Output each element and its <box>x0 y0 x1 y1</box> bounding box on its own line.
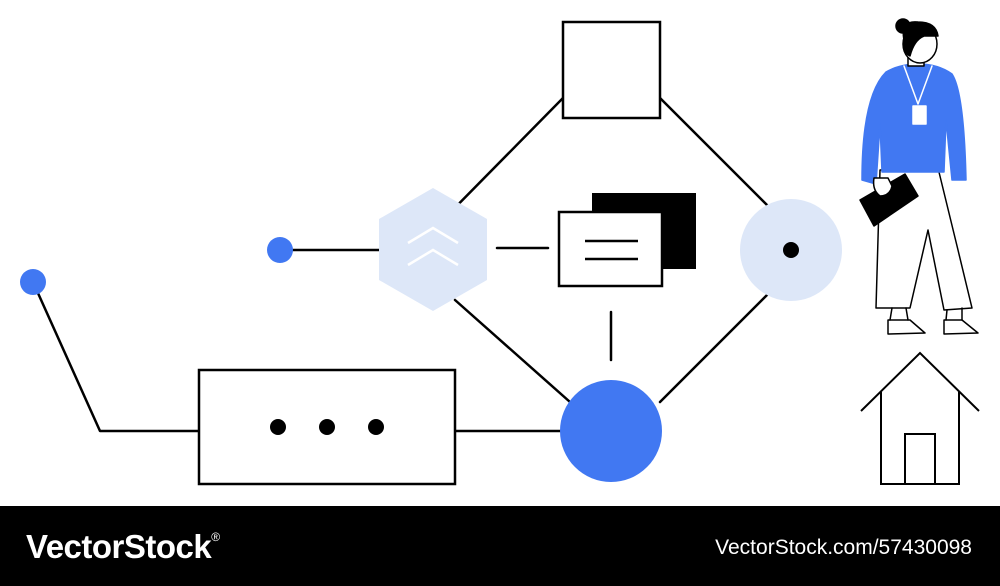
network-diagram <box>20 18 980 486</box>
brand-name: VectorStock <box>26 528 212 565</box>
house-icon <box>860 351 980 485</box>
connector-line <box>658 96 772 210</box>
connector-line <box>658 290 772 404</box>
square-node-icon <box>561 20 662 120</box>
documents-icon <box>557 193 696 288</box>
blue-circle-node-icon <box>560 380 662 482</box>
target-circle-icon <box>740 199 842 301</box>
registered-mark: ® <box>211 530 220 544</box>
connector-line <box>453 298 572 404</box>
person-with-folder-icon <box>859 18 979 335</box>
brand-logo: VectorStock® <box>26 528 220 566</box>
hexagon-chevrons-icon <box>379 188 487 311</box>
watermark-footer: VectorStock® VectorStock.com/57430098 <box>0 506 1000 586</box>
blue-dot-node <box>267 237 293 263</box>
illustration <box>20 18 980 486</box>
ellipsis-box-icon <box>197 368 457 486</box>
connector-line <box>31 280 201 433</box>
image-id: VectorStock.com/57430098 <box>715 536 972 559</box>
blue-dot-node <box>20 269 46 295</box>
